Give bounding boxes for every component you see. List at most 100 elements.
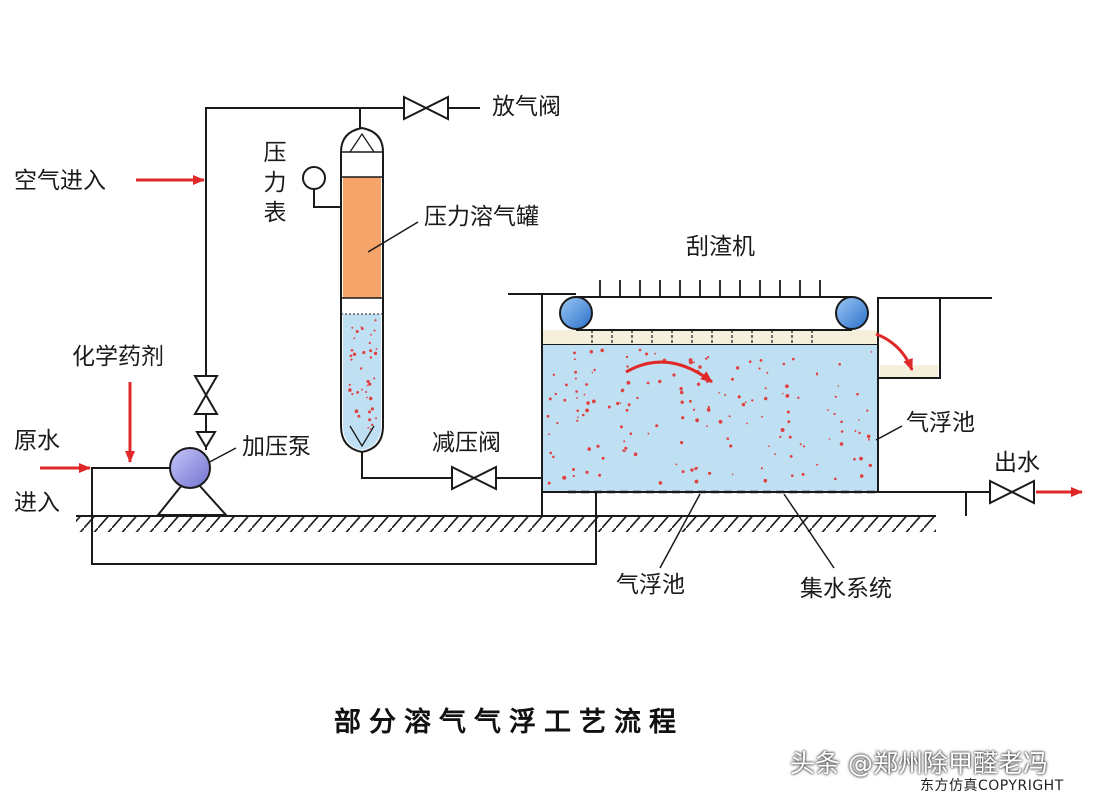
- air-bubble: [572, 474, 575, 478]
- air-bubble: [572, 468, 575, 471]
- air-bubble: [706, 425, 708, 428]
- air-bubble: [759, 359, 763, 362]
- air-bubble: [866, 409, 869, 412]
- diagram-title: 部分溶气气浮工艺流程: [334, 707, 684, 738]
- air-bubble: [746, 422, 748, 425]
- air-bubble: [619, 425, 623, 429]
- tank-bubble: [374, 319, 377, 322]
- air-bubble: [856, 392, 859, 396]
- air-bubble: [799, 443, 802, 446]
- air-bubble: [707, 408, 711, 412]
- air-bubble: [626, 380, 631, 385]
- booster-pump-icon[interactable]: [169, 447, 211, 489]
- air-bubble: [718, 419, 723, 424]
- air-bubble: [619, 402, 622, 404]
- tank-bubble: [366, 379, 370, 384]
- chemical-agent-label: 化学药剂: [72, 344, 164, 370]
- air-bubble: [620, 389, 624, 393]
- air-bubble: [549, 451, 552, 455]
- outlet-valve-icon[interactable]: [989, 479, 1035, 505]
- air-bubble: [867, 438, 870, 441]
- tank-bubble: [366, 396, 368, 399]
- raw-water-pipe: [91, 467, 170, 516]
- air-bubble: [689, 399, 692, 403]
- air-bubble: [589, 350, 593, 354]
- air-bubble: [696, 382, 701, 386]
- air-bubble: [858, 419, 860, 421]
- air-bubble: [585, 383, 588, 386]
- air-bubble: [838, 363, 841, 366]
- air-bubble: [748, 360, 752, 364]
- air-bubble: [573, 358, 576, 361]
- air-bubble: [698, 365, 702, 369]
- pressure-gauge-icon: [302, 166, 342, 208]
- air-bubble: [655, 424, 659, 428]
- air-bubble: [586, 401, 590, 405]
- air-bubble: [600, 348, 604, 353]
- air-bubble: [587, 447, 591, 451]
- air-bubble: [645, 352, 648, 356]
- tank-bubble: [373, 377, 376, 380]
- air-bubble: [816, 463, 819, 466]
- tank-bubble: [368, 341, 371, 345]
- air-bubble: [789, 455, 793, 458]
- air-bubble: [786, 410, 790, 414]
- air-bubble: [583, 393, 586, 396]
- air-bubble: [647, 432, 650, 435]
- tank-bubble: [369, 396, 373, 401]
- air-bubble: [858, 431, 861, 435]
- air-bubble: [827, 409, 829, 411]
- air-bubble: [573, 351, 576, 355]
- air-bubble: [627, 403, 631, 407]
- tank-bubble: [357, 414, 361, 418]
- air-bubble: [695, 418, 699, 423]
- air-bubble: [760, 467, 764, 470]
- tank-outlet-pipe: [361, 452, 452, 479]
- pressure-tank-label: 压力溶气罐: [424, 204, 539, 230]
- air-bubble: [576, 397, 578, 399]
- air-bubble: [548, 433, 551, 436]
- air-bubble: [679, 390, 684, 395]
- air-bubble: [601, 456, 605, 460]
- scraper-label: 刮渣机: [686, 234, 755, 260]
- air-bubble: [854, 430, 857, 432]
- tank-bubble: [370, 407, 374, 411]
- tank-bubble: [351, 393, 354, 396]
- scraper-machine[interactable]: [508, 280, 869, 344]
- air-bubble: [834, 477, 837, 481]
- air-bubble: [764, 387, 767, 390]
- air-bubble: [763, 478, 768, 483]
- air-bubble: [626, 365, 629, 368]
- pressure-reducing-valve-icon[interactable]: [451, 465, 497, 491]
- air-bubble: [801, 472, 805, 476]
- air-bubble: [792, 357, 795, 361]
- air-bubble: [690, 468, 694, 472]
- air-bubble: [552, 455, 555, 459]
- tank-bubble: [373, 329, 376, 332]
- collection-leader: [783, 493, 835, 569]
- air-bubble: [782, 392, 784, 395]
- tank-bubble: [365, 391, 368, 393]
- air-bubble: [654, 352, 656, 355]
- copyright-watermark: 东方仿真COPYRIGHT: [920, 778, 1064, 794]
- tank-bubble: [355, 330, 359, 333]
- air-bubble: [598, 473, 602, 477]
- air-bubble: [681, 416, 685, 420]
- pressure-gauge-label: 压力表: [263, 140, 287, 226]
- vent-valve-icon[interactable]: [403, 95, 449, 121]
- air-bubble: [625, 408, 629, 412]
- air-bubble: [728, 415, 731, 418]
- air-bubble: [633, 452, 638, 457]
- air-bubble: [853, 457, 856, 461]
- tank-bubble: [361, 388, 363, 391]
- air-bubble: [707, 405, 710, 409]
- air-bubble: [646, 381, 650, 385]
- air-bubble: [563, 398, 567, 402]
- chemical-valve-icon[interactable]: [193, 375, 219, 449]
- air-bubble: [815, 373, 819, 376]
- air-bubble: [680, 400, 684, 404]
- air-bubble: [554, 392, 557, 396]
- air-bubble: [780, 428, 785, 432]
- tank-bubble: [349, 354, 353, 358]
- air-bubble: [658, 379, 662, 384]
